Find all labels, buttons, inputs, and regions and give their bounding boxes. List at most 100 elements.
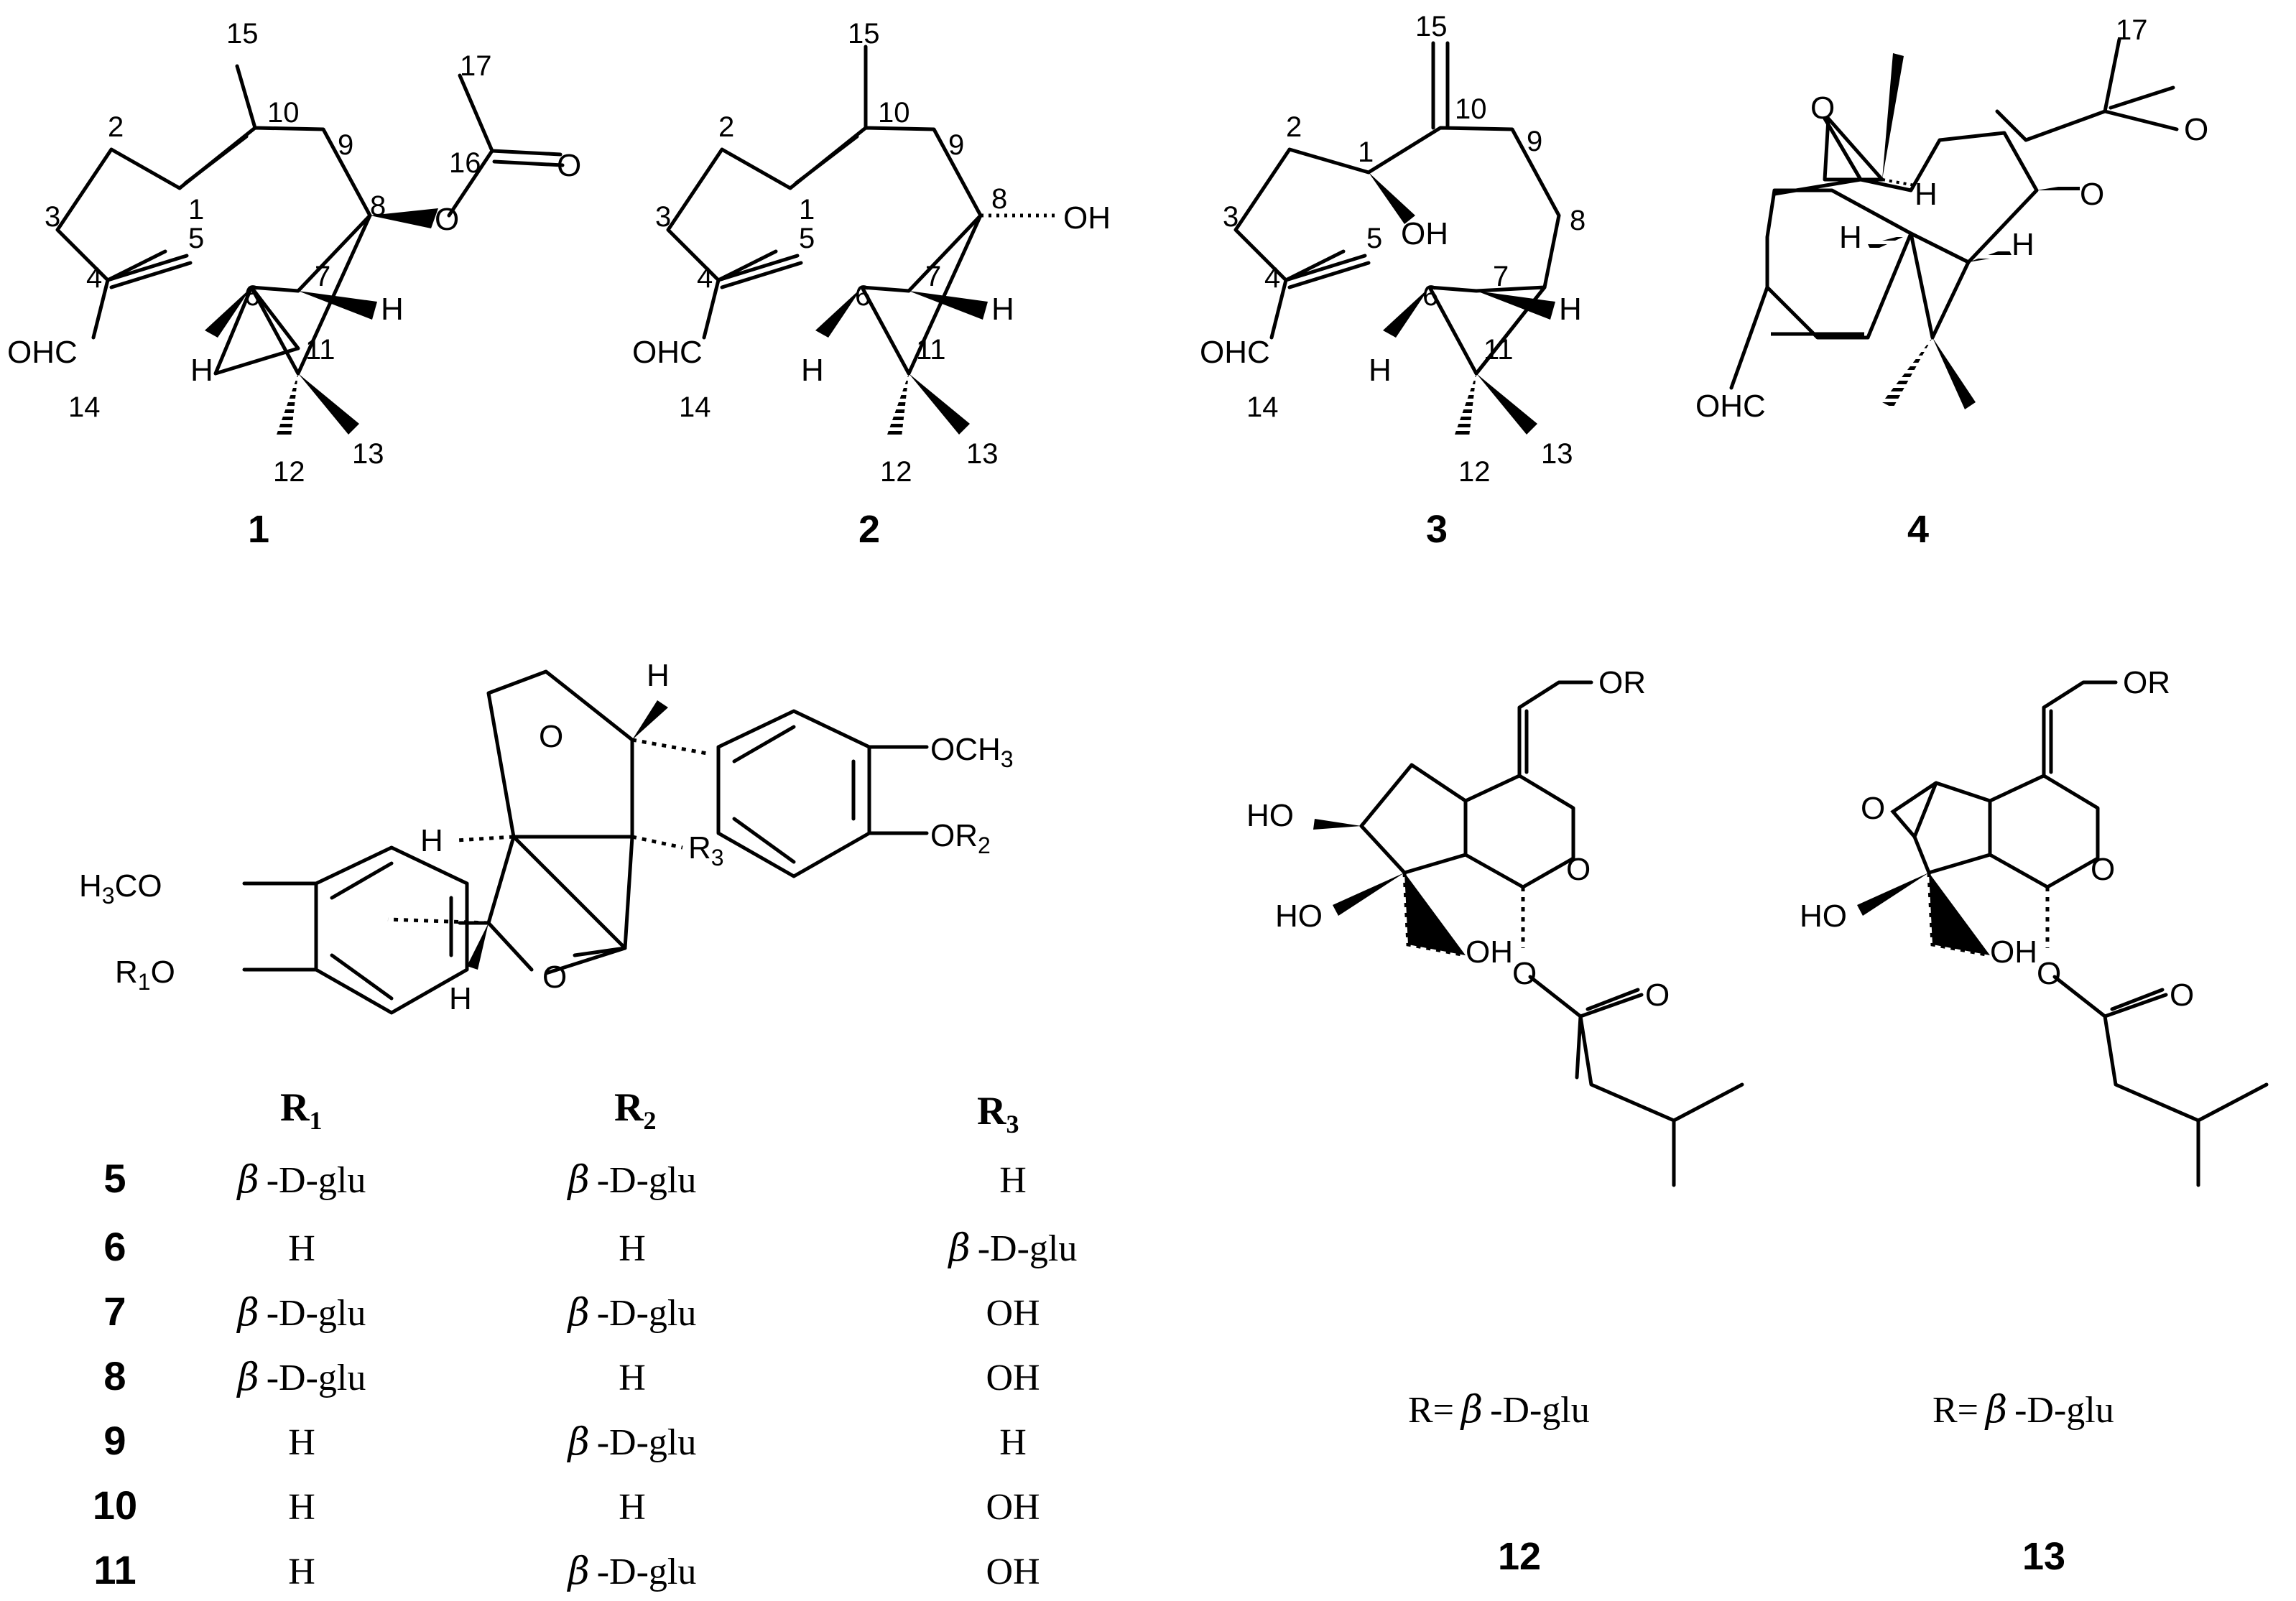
compound-4-carbonyl-oxygen: O [2184,112,2208,147]
compound-2-atom-4: 4 [697,262,713,294]
lignan-r1o: R1O [115,955,175,995]
table-row-id: 8 [103,1353,126,1398]
compound-1-atom-6: 6 [244,280,260,312]
compound-1-atom-11: 11 [305,334,335,366]
table-cell-r2: β-D-glu [567,1159,697,1202]
lignan-h-left: H [420,823,443,858]
compound-2-atom-1: 1 [799,194,815,226]
compound-3-label: 3 [1426,508,1448,551]
compound-1-atom-14: 14 [68,391,101,423]
table-cell-r3: H [999,1422,1027,1463]
compound-2-h7: H [991,292,1014,327]
compound-2-atom-15: 15 [848,18,880,50]
compound-1-wedge-c7 [298,291,377,320]
lignan-r3: R3 [688,830,724,871]
compound-1-atom-17: 17 [460,50,492,82]
lignan-h-bottom: H [449,981,472,1016]
compound-12-ring-oxygen: O [1566,852,1591,887]
compound-2-hydroxyl: OH [1063,200,1111,236]
compound-1-atom-12: 12 [273,456,305,488]
compound-1-atom-5: 5 [188,223,204,254]
table-cell-r2: H [619,1487,646,1528]
table-cell-r3: OH [986,1487,1040,1528]
compound-12-or: OR [1598,665,1646,700]
lignan-methoxy-left: H3CO [79,868,162,909]
compound-1-hash-c11-12 [277,373,298,437]
lignan-h-top: H [647,658,670,693]
compound-12-ho-bottom: HO [1275,899,1323,934]
compound-3-atom-11: 11 [1483,334,1514,366]
compound-1-carbonyl-oxygen: O [557,148,581,183]
compound-4-formyl: OHC [1695,389,1766,424]
compound-3-structure: 15 10 2 1 9 OH 3 8 5 4 6 7 H OHC H 11 14… [1200,11,1586,551]
compound-12-ester-oxygen: O [1512,956,1537,991]
compound-12-caption: R=β-D-glu [1408,1388,1590,1431]
compound-2-atom-13: 13 [966,438,999,470]
compound-3-atom-13: 13 [1541,438,1573,470]
table-cell-r1: β-D-glu [236,1159,366,1202]
compound-1-atom-2: 2 [108,111,124,143]
compound-1-atom-16: 16 [449,147,481,179]
table-header-r2: R2 [614,1085,656,1135]
compound-12-structure: OR HO O HO OH O O R=β-D-glu 12 [1246,665,1744,1578]
compound-1-atom-4: 4 [86,262,102,294]
compound-2-atom-3: 3 [655,201,671,233]
compound-4-ester-oxygen: O [2080,177,2104,212]
compound-1-atom-9: 9 [338,129,353,161]
compound-1-bonds [55,64,565,376]
compound-2-label: 2 [858,508,880,551]
table-row-id: 10 [93,1482,137,1528]
compound-2-atom-2: 2 [718,111,734,143]
compound-13-hydroxyl: OH [1990,934,2037,970]
compound-3-atom-9: 9 [1527,126,1542,157]
compound-1-h6: H [190,353,213,388]
compound-2-atom-8: 8 [991,183,1007,215]
compound-13-ring-oxygen: O [2091,852,2115,887]
compound-2-atom-11: 11 [916,334,946,366]
table-header-r1: R1 [280,1085,322,1135]
compound-2-atom-12: 12 [880,456,912,488]
table-cell-r3: OH [986,1293,1040,1334]
compound-2-formyl: OHC [632,335,703,370]
compound-3-h7: H [1559,292,1582,327]
table-cell-r3: β-D-glu [948,1227,1078,1270]
compound-2-atom-9: 9 [948,129,964,161]
compound-4-atom-17: 17 [2116,14,2148,46]
compound-12-hydroxyl: OH [1466,934,1513,970]
compound-12-ho-top: HO [1246,798,1294,833]
table-cell-r2: β-D-glu [567,1550,697,1593]
table-cell-r1: H [288,1422,315,1463]
compound-12-carbonyl-oxygen: O [1645,978,1670,1013]
compound-1-ester-oxygen: O [435,202,459,237]
compound-2-h6: H [801,353,824,388]
lignan-methoxy-right: OCH3 [930,732,1014,772]
table-cell-r1: H [288,1551,315,1592]
compound-3-atom-12: 12 [1458,456,1491,488]
compound-1-h7: H [381,292,404,327]
compound-3-formyl: OHC [1200,335,1270,370]
compound-2-structure: 15 10 2 9 1 8 OH 3 5 4 6 7 H OHC H 11 14… [632,18,1111,551]
compound-4-epoxide-oxygen: O [1810,91,1835,126]
compound-4-h-epoxide: H [1915,177,1938,212]
compound-3-atom-8: 8 [1570,205,1586,236]
compound-3-hydroxyl: OH [1401,216,1448,251]
table-cell-r3: OH [986,1551,1040,1592]
compound-4-label: 4 [1907,508,1929,551]
lignan-top-ring-oxygen: O [539,719,563,754]
compound-13-or: OR [2123,665,2170,700]
compound-1-atom-13: 13 [352,438,384,470]
table-cell-r2: H [619,1228,646,1269]
compound-3-atom-5: 5 [1366,223,1382,254]
table-row-id: 9 [103,1418,126,1463]
table-row-id: 5 [103,1156,126,1201]
lignan-bottom-ring-oxygen: O [542,960,567,995]
table-cell-r1: β-D-glu [236,1291,366,1335]
compound-3-atom-1: 1 [1358,136,1374,168]
compound-3-atom-10: 10 [1455,93,1487,125]
compound-3-atom-14: 14 [1246,391,1279,423]
compound-1-label: 1 [248,508,269,551]
compound-1-atom-15: 15 [226,18,259,50]
table-cell-r3: OH [986,1358,1040,1398]
